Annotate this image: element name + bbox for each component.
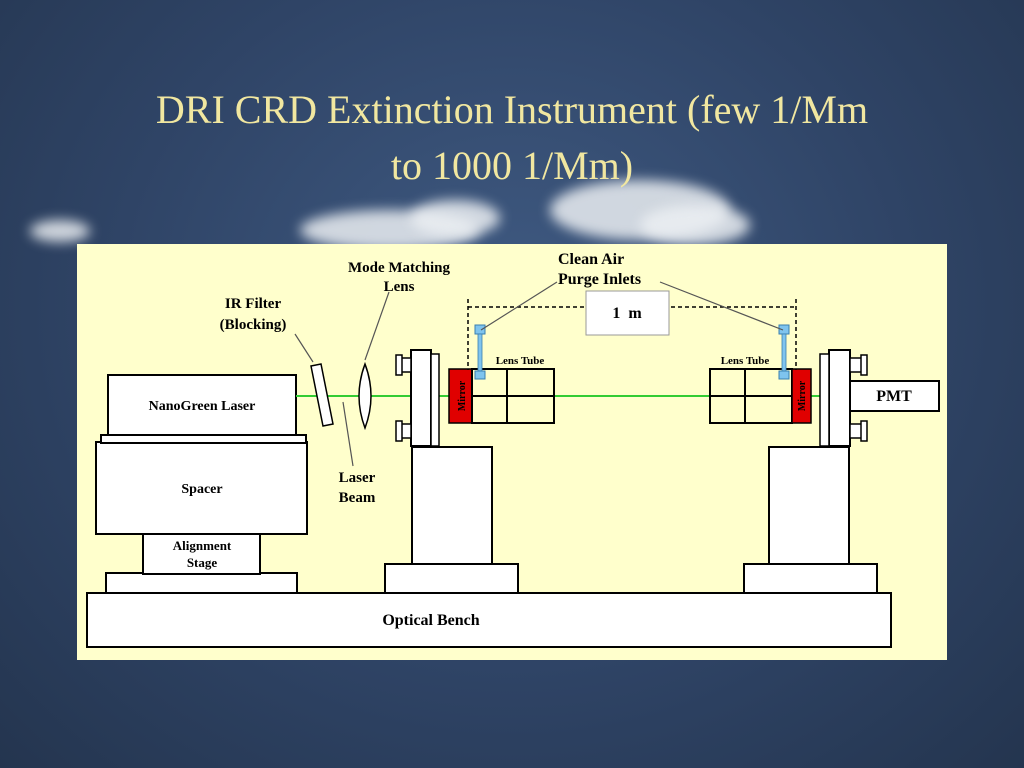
stage-base (105, 572, 298, 594)
cloud (30, 220, 90, 242)
right-purge-inlet-tube (781, 333, 787, 373)
laser-base (100, 434, 307, 444)
right-mirror (791, 368, 812, 424)
mode-matching-lens (358, 361, 372, 431)
slide-title: DRI CRD Extinction Instrument (few 1/Mm … (62, 82, 962, 194)
ir-filter-label-1: IR Filter (225, 296, 282, 312)
laser-beam-label-2: Beam (339, 490, 376, 506)
left-purge-inlet-top (474, 324, 486, 335)
spacer (95, 441, 308, 535)
slide-title-line2: to 1000 1/Mm) (390, 143, 634, 188)
mode-matching-label-2: Lens (384, 279, 415, 295)
laser-beam-callout (342, 401, 354, 467)
right-lens-tube-label: Lens Tube (721, 355, 770, 367)
distance-label: 1 m (612, 305, 642, 322)
left-mount-plate (410, 349, 432, 447)
left-mount-post (411, 446, 493, 565)
right-adjust-knob-bottom (860, 420, 868, 442)
optical-bench-label: Optical Bench (382, 612, 479, 629)
left-purge-inlet-tube (477, 333, 483, 373)
pmt-label: PMT (876, 388, 912, 405)
nanogreen-laser-label: NanoGreen Laser (149, 399, 256, 414)
clean-air-label-2: Purge Inlets (558, 271, 641, 288)
right-adjust-screw-top (849, 357, 863, 373)
ir-filter-label-2: (Blocking) (220, 317, 287, 333)
right-adjust-screw-bottom (849, 423, 863, 439)
left-adjust-knob-bottom (395, 420, 403, 442)
left-adjust-knob-top (395, 354, 403, 376)
clean-air-label-1: Clean Air (558, 251, 624, 268)
laser-beam-label-1: Laser (339, 470, 376, 486)
pmt-detector (849, 380, 940, 412)
right-mount-base (743, 563, 878, 594)
right-adjust-knob-top (860, 354, 868, 376)
alignment-stage-label2: Stage (187, 555, 218, 570)
instrument-diagram: Optical Bench Alignment Stage Spacer Nan… (77, 244, 947, 660)
mode-matching-callout (364, 291, 390, 361)
alignment-stage-label1: Alignment (173, 538, 232, 553)
slide-title-line1: DRI CRD Extinction Instrument (few 1/Mm (155, 87, 869, 132)
right-mount-plate (828, 349, 851, 447)
ir-filter (310, 363, 334, 427)
nanogreen-laser (107, 374, 297, 436)
cloud (410, 200, 500, 236)
left-mirror-label: Mirror (457, 380, 468, 411)
left-mount-plate-2 (430, 353, 440, 447)
mode-matching-label-1: Mode Matching (348, 260, 451, 276)
ir-filter-callout (294, 333, 314, 363)
clean-air-callout-left (480, 281, 558, 331)
right-mount-post (768, 446, 850, 565)
spacer-label: Spacer (181, 482, 222, 497)
right-mount-plate-2 (819, 353, 830, 447)
cloud (640, 205, 750, 245)
left-mount-base (384, 563, 519, 594)
right-mirror-label: Mirror (797, 380, 808, 411)
left-lens-tube-label: Lens Tube (496, 355, 545, 367)
optical-bench (86, 592, 892, 648)
clean-air-callout-right (659, 281, 784, 331)
distance-box (585, 290, 670, 336)
left-purge-inlet-bottom (474, 370, 486, 380)
right-purge-inlet-bottom (778, 370, 790, 380)
